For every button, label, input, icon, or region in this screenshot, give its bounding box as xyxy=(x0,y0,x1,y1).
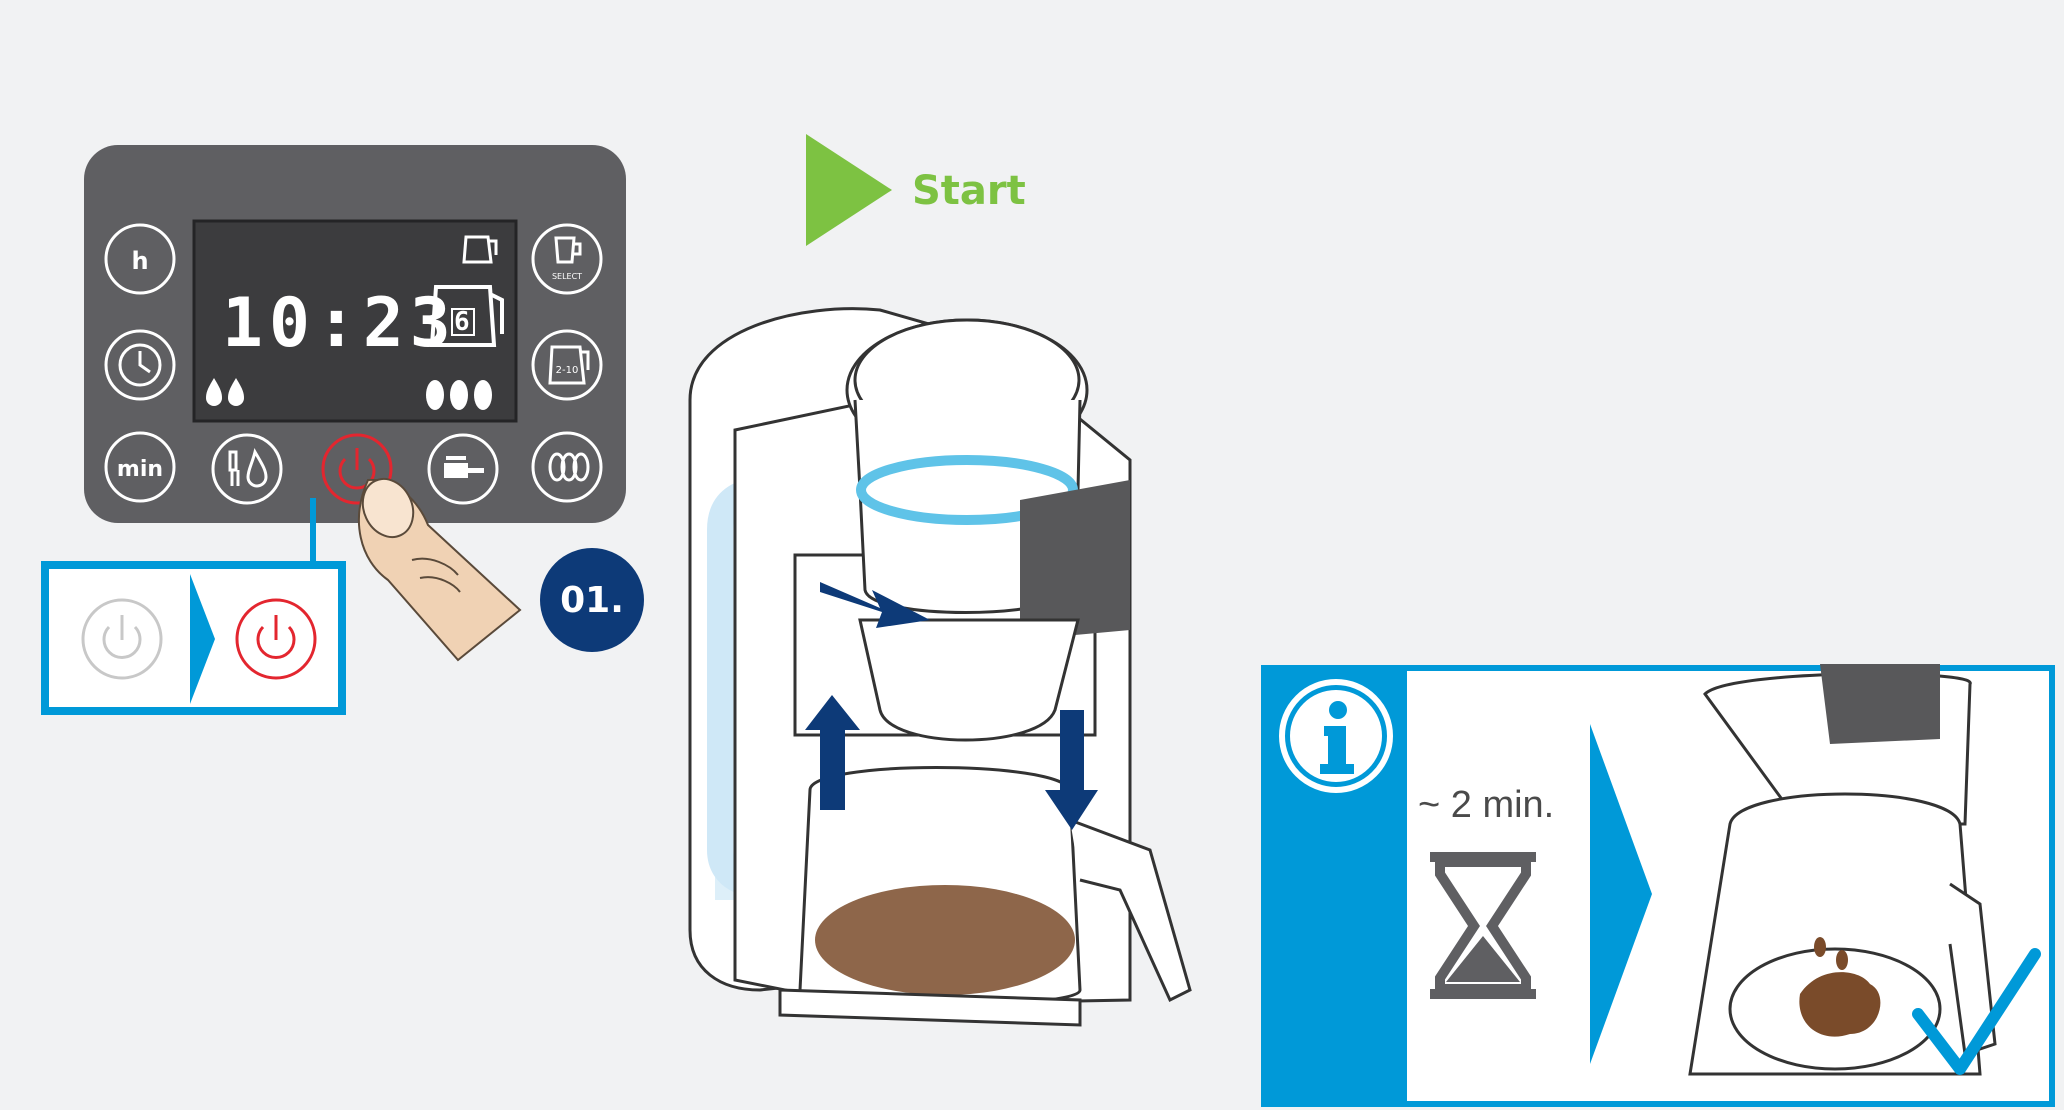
info-icon xyxy=(1282,682,1390,790)
coffee-fill-icon xyxy=(815,885,1075,995)
info-box xyxy=(1260,664,2056,1108)
step-number-badge: 01. xyxy=(540,548,644,652)
start-label: Start xyxy=(912,168,1026,214)
finger-press-icon xyxy=(354,471,520,660)
coffee-machine-illustration xyxy=(660,290,1230,1050)
start-arrow-icon xyxy=(806,134,896,246)
brewed-carafe-icon xyxy=(1690,664,1995,1074)
brew-duration-label: ~ 2 min. xyxy=(1418,784,1554,827)
